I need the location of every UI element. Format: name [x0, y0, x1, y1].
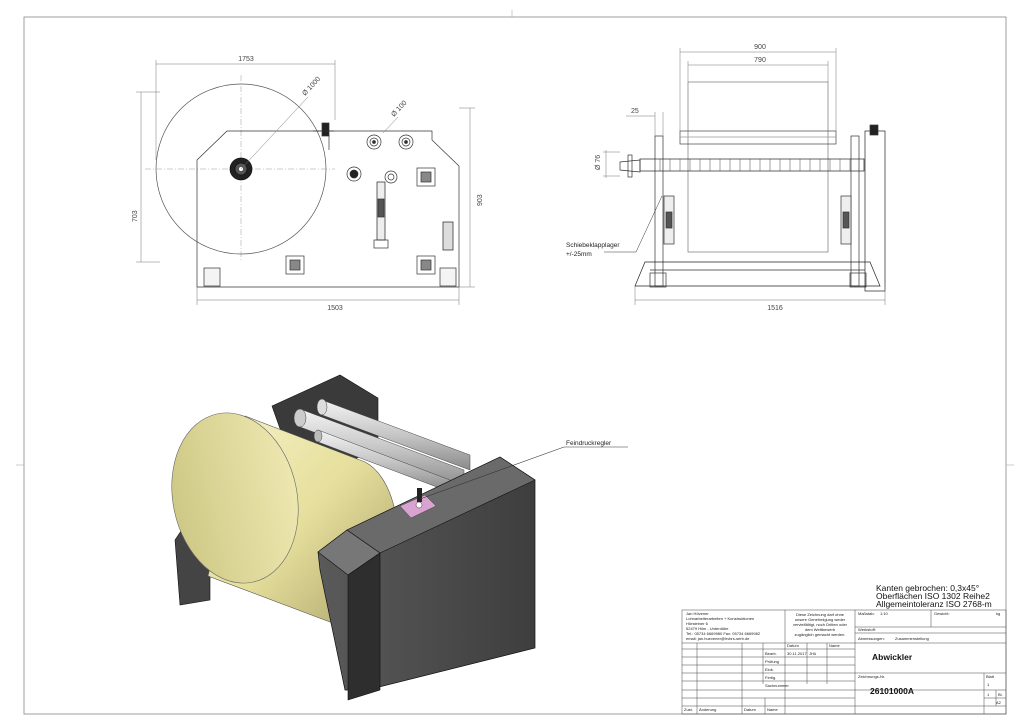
company-line-2: Lohnarbeiterarbeiten + Konstruktionen: [686, 616, 754, 621]
bearb-label: Bearb.: [765, 651, 777, 656]
copyright-1: Diese Zeichnung darf ohne: [796, 612, 845, 617]
title-block-notes: Kanten gebrochen: 0,3x45° Oberflächen IS…: [876, 583, 992, 609]
zeichnungsnr-value: 26101000A: [870, 686, 914, 696]
sheet-frame: [23, 16, 1007, 715]
footer-datum: Datum: [744, 707, 756, 712]
fertig-label: Fertig.: [765, 675, 776, 680]
sheet-format: A2: [996, 700, 1002, 705]
company-line-4: 52479 Hilm - Unterdübe: [686, 626, 729, 631]
eink-label: Eink.: [765, 667, 774, 672]
dim-total-height: 903: [477, 194, 484, 206]
footer-aenderung: Änderung: [699, 707, 716, 712]
isometric-view: [171, 374, 628, 701]
massstab-value: 1:10: [880, 611, 889, 616]
title-block: [681, 609, 1007, 715]
note-edges: Kanten gebrochen: 0,3x45°: [876, 583, 979, 593]
gewicht-unit: kg: [996, 611, 1000, 616]
gewicht-label: Gewicht:: [934, 611, 950, 616]
dim-side-base: 1516: [767, 305, 783, 312]
zeichnungsnr-label: Zeichnungs-Nr.: [858, 674, 885, 679]
side-view: [619, 81, 886, 292]
dim-side-outer: 900: [754, 44, 766, 51]
note-schiebeklapplager: Schiebeklapplager: [566, 242, 620, 249]
front-frame: [196, 130, 460, 288]
abmessungen-label: Abmessungen:: [858, 636, 885, 641]
sachnummer-label: Sachnummer: [765, 683, 789, 688]
callout-feindruckregler: Feindruckregler: [566, 440, 612, 447]
massstab-label: Maßstab:: [858, 611, 875, 616]
copyright-3: vervielfältigt, noch Dritten oder: [793, 622, 848, 627]
dim-front-base: 1503: [327, 305, 343, 312]
note-tolerance: Allgemeintoleranz ISO 2768-m: [876, 599, 992, 609]
company-line-5: Tel.: 05734 6669980 Fax: 05734 6669982: [686, 631, 761, 636]
dim-side-diameter: Ø 76: [595, 155, 602, 170]
note-schiebeklapplager-tolerance: +/-25mm: [566, 251, 592, 258]
col-name: Name: [829, 643, 840, 648]
footer-name: Name: [767, 707, 778, 712]
abmessungen-value: Zusammenstellung: [895, 636, 929, 641]
drawing-title: Abwickler: [872, 652, 913, 662]
blatt-label: Blatt: [986, 674, 995, 679]
dim-side-offset: 25: [631, 108, 639, 115]
bearb-name: JHü: [809, 651, 816, 656]
bl-label: Bl.: [998, 692, 1003, 697]
footer-zust: Zust.: [684, 707, 693, 712]
front-view-dimensions: [136, 60, 475, 305]
copyright-4: dem Wettbewerb: [805, 627, 836, 632]
col-datum: Datum: [787, 643, 799, 648]
dim-front-width: 1753: [238, 56, 254, 63]
werkstoff-label: Werkstoff:: [858, 627, 876, 632]
pruefung-label: Prüfung: [765, 659, 779, 664]
bl-count: 1: [987, 692, 990, 697]
dim-roll-height: 703: [132, 210, 139, 222]
note-surfaces: Oberflächen ISO 1302 Reihe2: [876, 591, 990, 601]
copyright-2: unsere Genehmigung weder: [795, 617, 846, 622]
company-line-6: email: jan.huevener@hvbrs-serb.de: [686, 636, 750, 641]
side-view-dimensions: [603, 48, 886, 305]
company-line-3: Hörsteiner 6: [686, 621, 709, 626]
company-name: Jan Hövener: [686, 611, 709, 616]
blatt-value: 1: [987, 682, 990, 687]
dim-side-inner: 790: [754, 57, 766, 64]
copyright-5: zugänglich gemacht werden.: [795, 632, 846, 637]
bearb-date: 30.11.2017: [787, 651, 807, 656]
